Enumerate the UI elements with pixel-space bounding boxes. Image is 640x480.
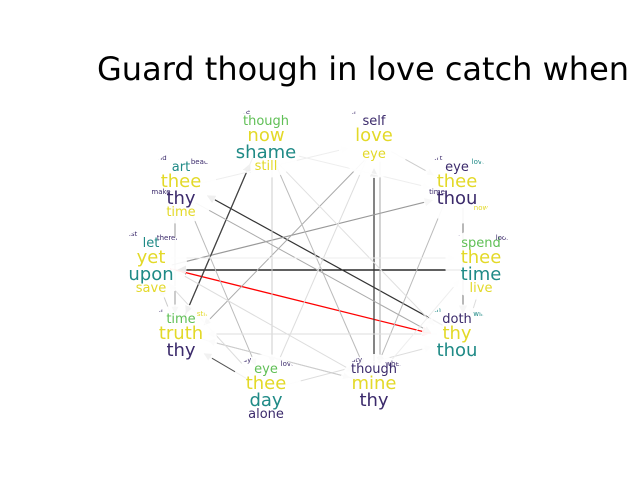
edge-n9-n4 bbox=[195, 202, 432, 333]
word-cloud-background bbox=[115, 228, 187, 300]
cloud-word: thy bbox=[442, 323, 471, 344]
cloud-word: thy bbox=[166, 188, 195, 209]
cloud-word: time bbox=[461, 264, 502, 285]
page-title: Guard though in love catch when bbox=[97, 50, 630, 88]
edge-n5-n3 bbox=[381, 280, 460, 372]
cloud-word: truth bbox=[159, 323, 203, 344]
cloud-word: eye bbox=[362, 147, 386, 162]
word-cloud-background bbox=[230, 354, 302, 426]
cloud-word: thy bbox=[166, 340, 195, 361]
cloud-word: save bbox=[136, 281, 166, 296]
cloud-word: thee bbox=[246, 373, 287, 394]
cloud-word-small: time bbox=[429, 188, 445, 196]
cloud-word: thee bbox=[461, 247, 502, 268]
cloud-word-small: will bbox=[151, 306, 163, 314]
cloud-word-small: hath bbox=[425, 306, 441, 314]
cloud-word-small: love bbox=[281, 360, 296, 368]
edge-n1-n6 bbox=[276, 159, 367, 366]
cloud-word: upon bbox=[128, 264, 173, 285]
cloud-word: day bbox=[249, 390, 282, 411]
cloud-word: though bbox=[243, 114, 289, 129]
cloud-word-small: heart bbox=[424, 154, 443, 162]
word-cloud-background bbox=[145, 152, 217, 224]
cloud-word: eye bbox=[445, 160, 469, 175]
edge-n1-n7 bbox=[203, 160, 365, 326]
cloud-word: time bbox=[166, 205, 195, 220]
cloud-word-small: now bbox=[474, 204, 489, 212]
word-cloud-background bbox=[338, 106, 410, 178]
cloud-word-small: therefore bbox=[157, 234, 189, 242]
cloud-word: love bbox=[355, 125, 393, 146]
cloud-word-small: whilst bbox=[117, 230, 138, 238]
edge-n0-n4 bbox=[275, 160, 435, 326]
word-cloud-background bbox=[145, 304, 217, 376]
cloud-word: alone bbox=[248, 407, 284, 422]
cloud-word-small: make bbox=[151, 188, 170, 196]
word-cloud-background bbox=[421, 152, 493, 224]
cloud-word: self bbox=[363, 114, 386, 129]
cloud-word-small: beauty bbox=[191, 158, 215, 166]
cloud-word-small: bare bbox=[234, 108, 250, 116]
cloud-word-small: ill bbox=[454, 230, 460, 238]
node-layer: thoughnowshamestillbareselfloveeyewilley… bbox=[115, 106, 517, 426]
cloud-word: spend bbox=[461, 236, 501, 251]
cloud-word: thou bbox=[437, 188, 478, 209]
cloud-word: doth bbox=[442, 312, 472, 327]
edge-n9-n6 bbox=[188, 206, 257, 366]
cloud-word-small: will bbox=[344, 108, 356, 116]
edge-layer bbox=[159, 146, 482, 386]
edge-n8-n5 bbox=[170, 268, 355, 372]
cloud-word: mine bbox=[351, 373, 396, 394]
cloud-word: yet bbox=[137, 247, 166, 268]
cloud-word: let bbox=[143, 236, 160, 251]
cloud-word: eye bbox=[254, 362, 278, 377]
cloud-word: though bbox=[351, 362, 397, 377]
edge-n0-n5 bbox=[273, 159, 364, 366]
cloud-word-small: beauty bbox=[338, 356, 362, 364]
cloud-word: art bbox=[172, 160, 190, 175]
edge-n2-n5 bbox=[377, 203, 445, 364]
cloud-word: live bbox=[470, 281, 493, 296]
cloud-word-small: still bbox=[197, 310, 209, 318]
cloud-word-small: will bbox=[473, 310, 485, 318]
cloud-word: thee bbox=[437, 171, 478, 192]
cloud-word: still bbox=[255, 159, 278, 174]
edge-n8-n4 bbox=[170, 268, 432, 336]
edge-n0-n7 bbox=[185, 157, 254, 314]
cloud-word-small: look bbox=[496, 234, 512, 242]
word-cloud-background bbox=[230, 106, 302, 178]
cloud-word: time bbox=[166, 312, 195, 327]
edge-n8-n2 bbox=[171, 198, 434, 266]
word-cloud-background bbox=[338, 354, 410, 426]
cloud-word-small: where bbox=[385, 360, 407, 368]
cloud-word-small: world bbox=[147, 154, 166, 162]
word-cloud-background bbox=[445, 228, 517, 300]
cloud-word: now bbox=[247, 125, 284, 146]
word-cloud-background bbox=[421, 304, 493, 376]
cloud-word-small: love bbox=[472, 158, 487, 166]
cloud-word: shame bbox=[236, 142, 296, 163]
cloud-word: thy bbox=[359, 390, 388, 411]
cloud-word: thee bbox=[161, 171, 202, 192]
cloud-word: thou bbox=[437, 340, 478, 361]
edge-n4-n9 bbox=[206, 195, 443, 326]
